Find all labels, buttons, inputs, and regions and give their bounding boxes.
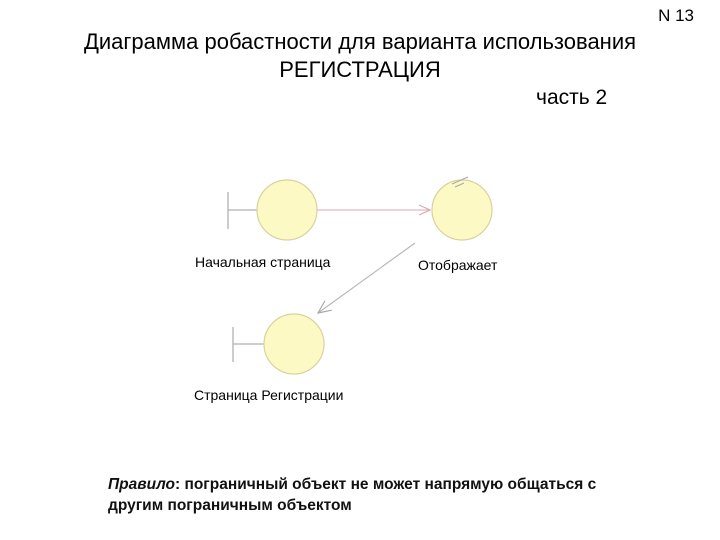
boundary-circle-icon (256, 179, 318, 241)
boundary-node-start-page (227, 179, 318, 241)
control-circle-icon (431, 179, 493, 241)
slide-number: N 13 (658, 6, 694, 25)
boundary-circle-icon (263, 313, 325, 375)
rule-label: Правило (108, 476, 175, 493)
node-label-displays: Отображает (418, 257, 498, 273)
rule-note: Правило: пограничный объект не может нап… (108, 474, 628, 516)
slide-title: Диаграмма робастности для варианта испол… (0, 28, 720, 84)
node-label-registration-page: Страница Регистрации (194, 387, 344, 403)
node-label-start-page: Начальная страница (195, 254, 331, 270)
rule-text: : пограничный объект не может напрямую о… (108, 476, 597, 514)
title-line-1: Диаграмма робастности для варианта испол… (83, 29, 637, 54)
part-label: часть 2 (536, 86, 608, 109)
title-line-2: РЕГИСТРАЦИЯ (279, 57, 441, 82)
edge-displays-to-registration (318, 242, 416, 313)
boundary-node-registration-page (232, 313, 325, 375)
control-node-displays (431, 176, 493, 241)
control-arrow-icon (451, 176, 469, 185)
